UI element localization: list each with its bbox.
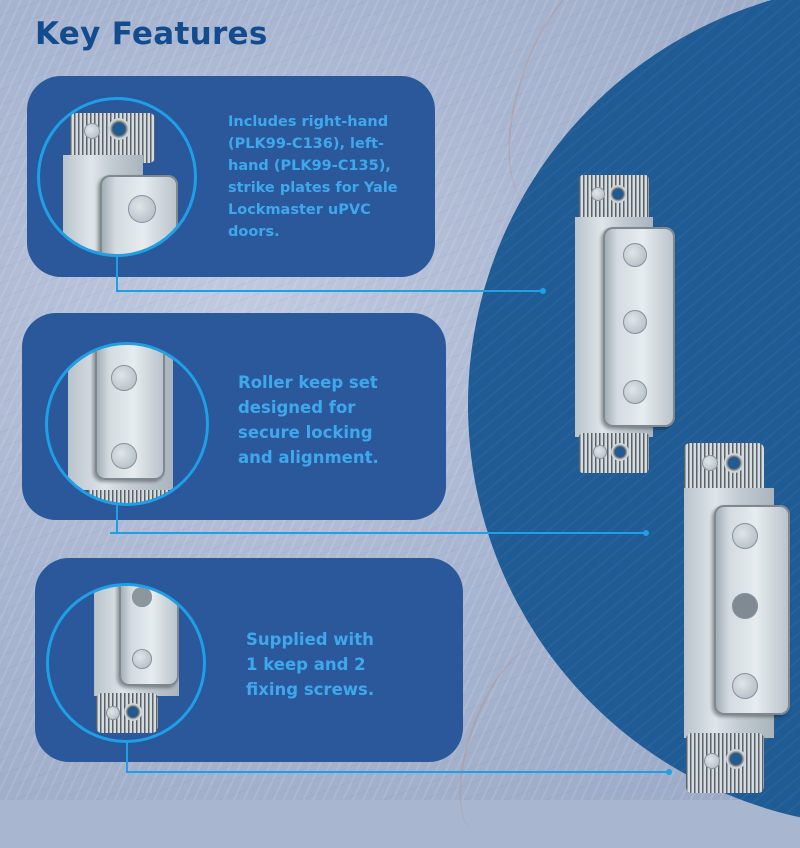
feature-text-2: Roller keep set designed for secure lock… [238,370,379,470]
screw-hole-icon [724,453,744,473]
feature-line: secure locking [238,423,373,442]
feature-line: Lockmaster uPVC [228,202,371,218]
page-title: Key Features [35,16,268,52]
connector-line-1 [116,257,118,292]
feature-line: fixing screws. [246,680,375,699]
screw-hole-icon [611,443,629,461]
screw-hole-icon [108,118,130,140]
screw-hole-icon [726,749,746,769]
feature-image-1 [37,97,197,257]
feature-line: Includes right-hand [228,114,389,130]
screw-hole-icon [124,703,142,721]
feature-line: hand (PLK99-C135), [228,158,391,174]
feature-line: designed for [238,398,356,417]
feature-line: (PLK99-C136), left- [228,136,385,152]
feature-line: Roller keep set [238,373,378,392]
feature-text-3: Supplied with 1 keep and 2 fixing screws… [246,627,374,702]
feature-line: doors. [228,224,280,240]
connector-line-1 [116,290,543,292]
feature-line: strike plates for Yale [228,180,398,196]
connector-dot-2 [643,530,649,536]
feature-line: Supplied with [246,630,374,649]
feature-line: 1 keep and 2 [246,655,366,674]
product-image-lower-strike-plate [682,443,790,798]
feature-line: and alignment. [238,448,379,467]
connector-line-3 [126,743,128,773]
feature-image-3 [46,583,206,743]
connector-line-3 [126,771,669,773]
feature-text-1: Includes right-hand (PLK99-C136), left- … [228,111,398,243]
connector-dot-3 [666,769,672,775]
connector-line-2 [116,504,118,534]
connector-dot-1 [540,288,546,294]
connector-line-2 [110,532,646,534]
feature-image-2 [45,342,209,506]
product-image-upper-strike-plate [575,175,675,473]
screw-hole-icon [609,185,627,203]
